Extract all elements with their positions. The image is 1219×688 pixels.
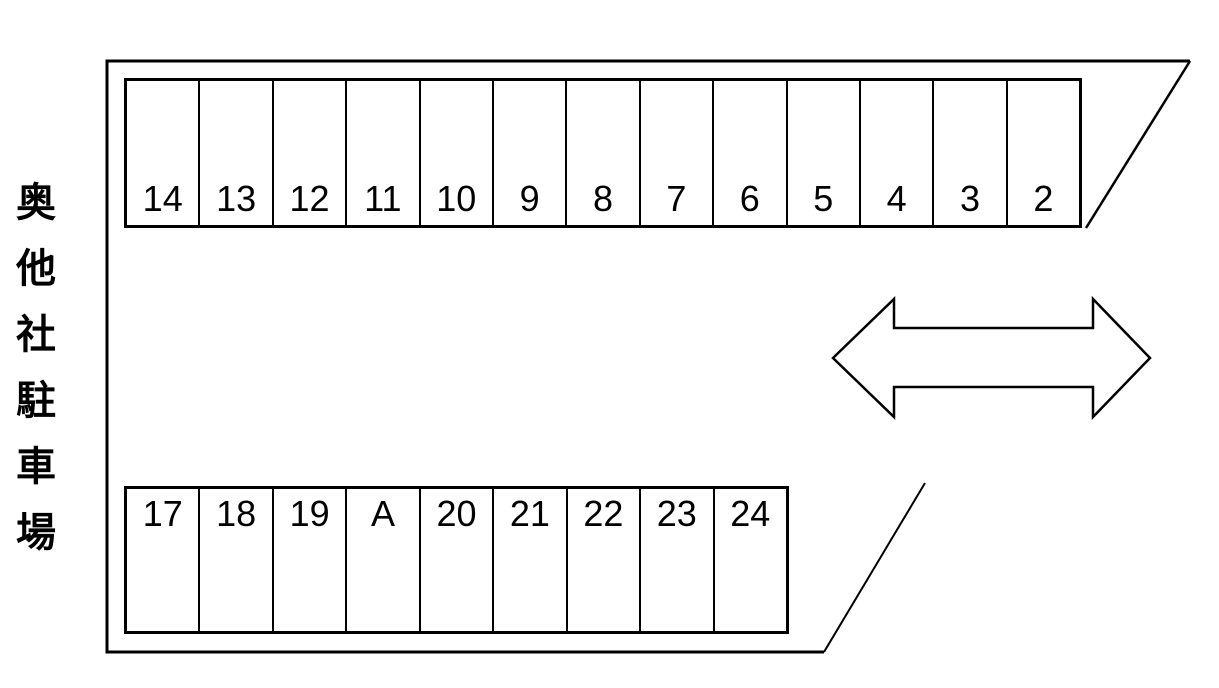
lot-boundary-line bbox=[105, 59, 1190, 654]
bottom-parking-row: 17 18 19 A 20 21 22 23 24 bbox=[124, 486, 789, 634]
parking-space: 20 bbox=[421, 489, 495, 631]
parking-space: 18 bbox=[200, 489, 274, 631]
parking-space: 4 bbox=[861, 81, 935, 225]
parking-space: 9 bbox=[494, 81, 568, 225]
parking-space: A bbox=[347, 489, 421, 631]
parking-space: 7 bbox=[641, 81, 715, 225]
parking-space: 6 bbox=[714, 81, 788, 225]
parking-space: 2 bbox=[1033, 178, 1054, 220]
parking-space: 3 bbox=[934, 81, 1008, 225]
parking-space: 17 bbox=[127, 489, 201, 631]
lot-boundary-diagonal-top-right bbox=[1084, 60, 1192, 229]
parking-space: 22 bbox=[568, 489, 642, 631]
parking-space: 10 bbox=[421, 81, 494, 225]
parking-space: 5 bbox=[788, 81, 861, 225]
parking-space: 13 bbox=[200, 81, 274, 225]
parking-space: 12 bbox=[274, 81, 348, 225]
two-way-arrow-icon bbox=[831, 295, 1152, 421]
lot-boundary-diagonal-bottom-right bbox=[823, 482, 926, 653]
parking-space: 11 bbox=[347, 81, 421, 225]
parking-space: 19 bbox=[274, 489, 348, 631]
side-label-adjacent-parking: 奥他社駐車場 bbox=[10, 181, 54, 577]
parking-space: 8 bbox=[567, 81, 641, 225]
parking-space: 21 bbox=[494, 489, 568, 631]
parking-space: 23 bbox=[641, 489, 715, 631]
parking-space: 24 bbox=[730, 493, 771, 534]
top-parking-row: 14 13 12 11 10 9 8 7 6 5 4 3 2 bbox=[124, 78, 1082, 228]
parking-space: 14 bbox=[127, 81, 201, 225]
